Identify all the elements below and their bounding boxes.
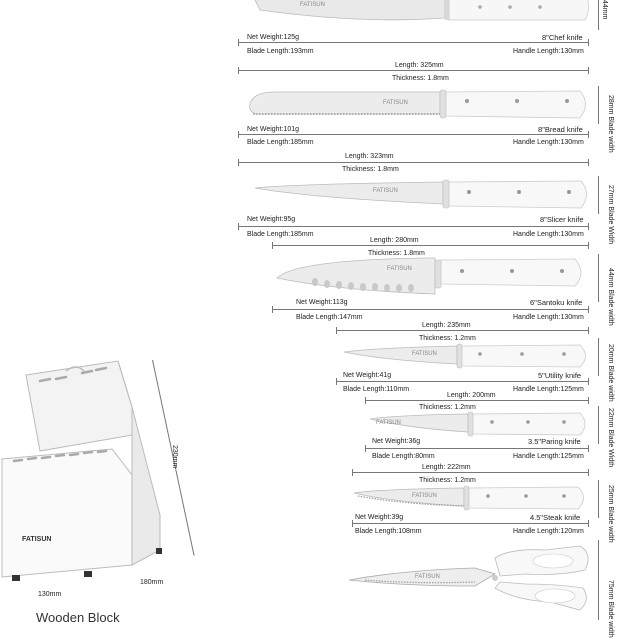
santoku-knife-image: FATISUN (276, 257, 582, 295)
block-brand-logo: FATISUN (22, 536, 51, 543)
bread-knife-image: FATISUN (249, 89, 586, 119)
steak-blade-length: Blade Length:108mm (355, 528, 422, 535)
utility-blade-length: Blade Length:110mm (343, 386, 410, 393)
block-title: Wooden Block (36, 610, 120, 625)
bread-length: Length: 325mm (395, 62, 444, 69)
utility-net-weight: Net Weight:41g (343, 372, 392, 379)
steak-knife-image: FATISUN (353, 485, 584, 511)
chef-net-weight: Net Weight:125g (247, 34, 300, 41)
utility-knife-image: FATISUN (343, 343, 586, 369)
chef-blade-line (238, 42, 588, 43)
paring-blade-width: 22mm Blade Width (607, 408, 614, 468)
steak-net-weight: Net Weight:39g (355, 514, 404, 521)
brand-label: FATISUN (376, 420, 401, 426)
steak-knife-name: 4.5"Steak knife (530, 513, 581, 522)
bread-knife-name: 8"Bread knife (538, 125, 583, 134)
bread-blade-width: 28mm Blade width (607, 95, 614, 153)
chef-width-line (598, 0, 599, 30)
steak-handle-length: Handle Length:120mm (513, 528, 584, 535)
santoku-handle-length: Handle Length:130mm (513, 314, 584, 321)
utility-thickness: Thickness: 1.2mm (419, 335, 476, 342)
utility-handle-length: Handle Length:125mm (513, 386, 584, 393)
block-depth: 180mm (140, 579, 164, 586)
paring-handle-length: Handle Length:125mm (513, 453, 584, 460)
paring-length: Length: 200mm (447, 392, 496, 399)
chef-blade-width: 44mm (601, 0, 608, 20)
santoku-blade-length: Blade Length:147mm (296, 314, 363, 321)
utility-knife-name: 5"Utility knife (538, 371, 582, 380)
brand-label: FATISUN (415, 574, 440, 580)
santoku-length: Length: 280mm (370, 237, 419, 244)
paring-knife-image: FATISUN (369, 411, 586, 437)
bread-net-weight: Net Weight:101g (247, 126, 300, 133)
bread-blade-length: Blade Length:185mm (247, 139, 314, 146)
steak-thickness: Thickness: 1.2mm (419, 477, 476, 484)
brand-label: FATISUN (412, 493, 437, 499)
santoku-blade-width: 44mm Blade width (607, 268, 614, 326)
block-height: 230mm (171, 445, 178, 469)
utility-blade-width: 20mm Blade width (607, 344, 614, 402)
santoku-thickness: Thickness: 1.8mm (368, 250, 425, 257)
slicer-blade-width: 27mm Blade Width (607, 185, 614, 245)
brand-label: FATISUN (383, 100, 408, 106)
slicer-knife-image: FATISUN (254, 179, 587, 209)
slicer-net-weight: Net Weight:95g (247, 216, 296, 223)
brand-label: FATISUN (300, 2, 325, 8)
paring-knife-name: 3.5"Paring knife (528, 437, 581, 446)
kitchen-shears-image: FATISUN (348, 545, 589, 611)
brand-label: FATISUN (412, 351, 437, 357)
santoku-net-weight: Net Weight:113g (296, 299, 348, 306)
wooden-block-image: FATISUN (1, 360, 162, 581)
utility-length: Length: 235mm (422, 322, 471, 329)
brand-label: FATISUN (373, 188, 398, 194)
slicer-thickness: Thickness: 1.8mm (342, 166, 399, 173)
chef-knife-image: FATISUN (254, 0, 589, 21)
slicer-handle-length: Handle Length:130mm (513, 231, 584, 238)
slicer-blade-length: Blade Length:185mm (247, 231, 314, 238)
block-width: 130mm (38, 591, 62, 598)
slicer-knife-name: 8"Slicer knife (540, 215, 584, 224)
bread-length-line (238, 70, 588, 71)
bread-handle-length: Handle Length:130mm (513, 139, 584, 146)
paring-net-weight: Net Weight:36g (372, 438, 421, 445)
paring-thickness: Thickness: 1.2mm (419, 404, 476, 411)
chef-knife-name: 8"Chef knife (542, 33, 583, 42)
brand-label: FATISUN (387, 266, 412, 272)
steak-blade-width: 25mm Blade width (607, 485, 614, 543)
steak-length: Length: 222mm (422, 464, 471, 471)
slicer-length: Length: 323mm (345, 153, 394, 160)
shears-blade-width: 75mm Blade width (607, 580, 614, 638)
bread-thickness: Thickness: 1.8mm (392, 75, 449, 82)
paring-blade-length: Blade Length:80mm (372, 453, 435, 460)
santoku-knife-name: 6"Santoku knife (530, 298, 583, 307)
chef-handle-length: Handle Length:130mm (513, 48, 584, 55)
chef-blade-length: Blade Length:193mm (247, 48, 314, 55)
